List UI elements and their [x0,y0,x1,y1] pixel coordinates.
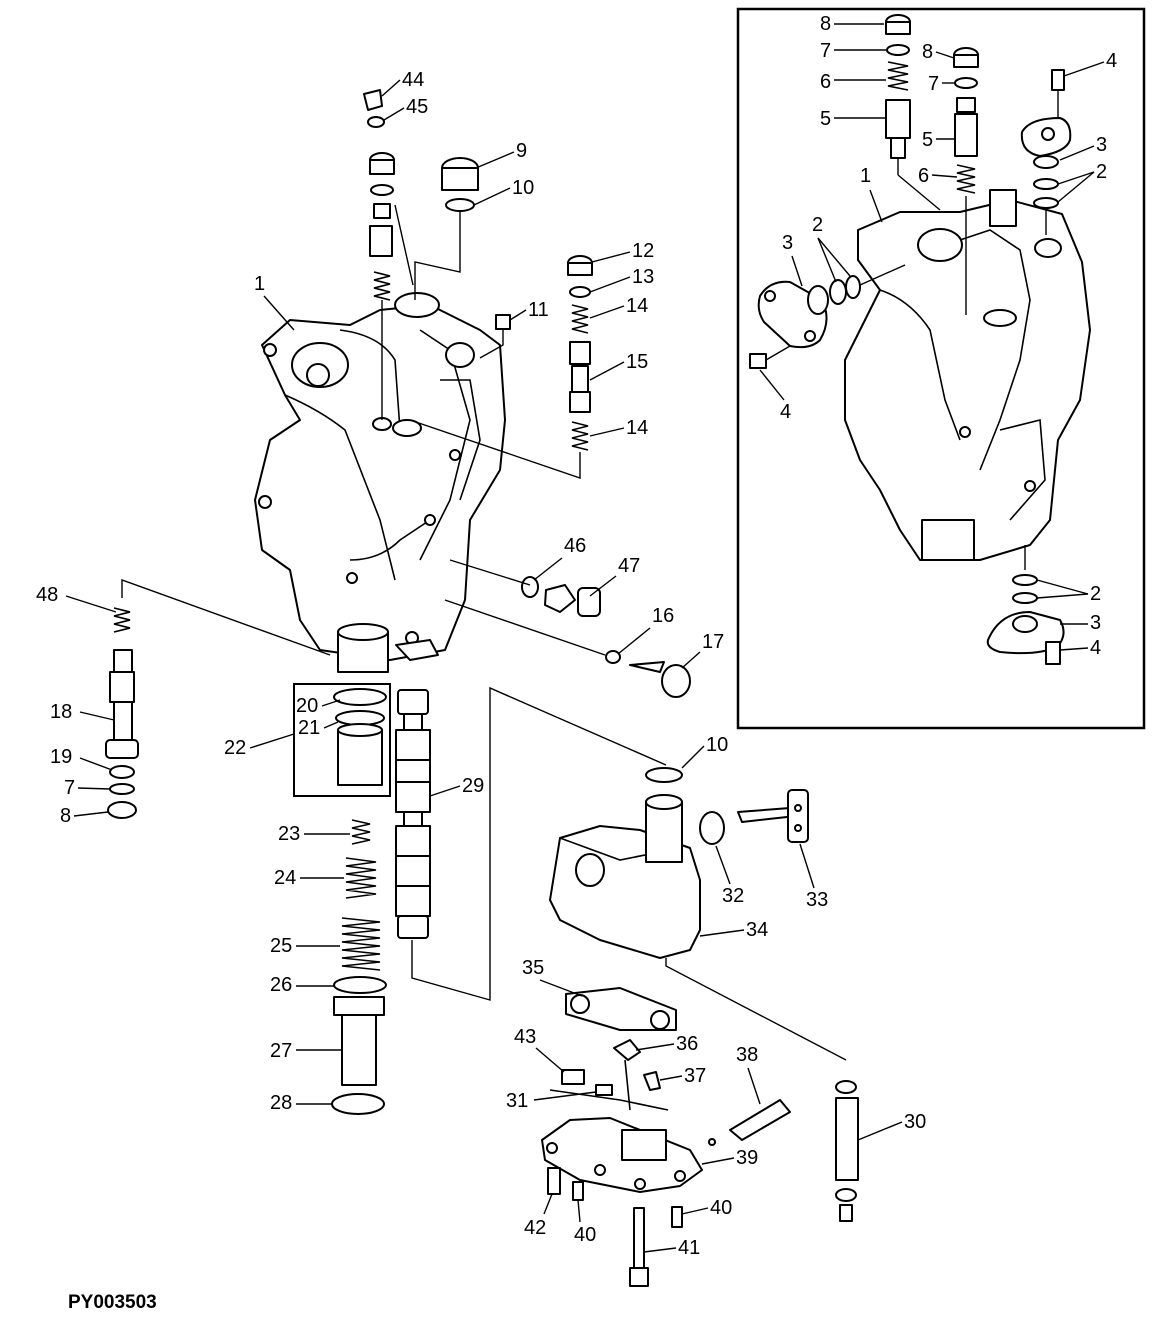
callout-24: 24 [274,867,296,889]
main-valve-housing [254,292,506,673]
callout-33: 33 [806,889,828,911]
callout-38: 38 [736,1044,758,1066]
callout-22: 22 [224,737,246,759]
callout-47: 47 [618,555,640,577]
callout-7: 7 [928,73,939,95]
callout-14: 14 [626,417,648,439]
callout-10: 10 [512,177,534,199]
sensor-47 [449,559,601,617]
callout-43: 43 [514,1026,536,1048]
inset-bottom-flange [986,545,1065,665]
callout-18: 18 [50,701,72,723]
callout-13: 13 [632,266,654,288]
callout-26: 26 [270,974,292,996]
callout-17: 17 [702,631,724,653]
callout-46: 46 [564,535,586,557]
callout-1: 1 [254,273,265,295]
group-22-frame [293,683,391,797]
inset-detail-view: 8 7 6 5 8 7 5 6 1 4 3 2 3 [736,7,1146,730]
callout-8: 8 [922,41,933,63]
inset-frame [736,7,1146,730]
screw-17 [444,599,691,698]
callout-34: 34 [746,919,768,941]
callout-40: 40 [710,1197,732,1219]
callout-42: 42 [524,1217,546,1239]
callout-16: 16 [652,605,674,627]
callout-2: 2 [1096,161,1107,183]
callout-23: 23 [278,823,300,845]
callout-19: 19 [50,746,72,768]
callout-29: 29 [462,775,484,797]
inset-top-stack-b [953,47,979,315]
callout-8: 8 [820,13,831,35]
plug-11 [479,314,511,359]
callout-7: 7 [64,777,75,799]
callout-21: 21 [298,717,320,739]
callout-4: 4 [1090,637,1101,659]
main-callouts: 44 45 9 10 12 13 14 11 15 14 1 46 47 16 … [36,69,926,1259]
callout-31: 31 [506,1090,528,1112]
block-34 [549,767,847,1061]
cover-plate-39 [541,1099,791,1193]
spool-30 [835,1080,859,1222]
callout-40: 40 [574,1224,596,1246]
callout-3: 3 [782,232,793,254]
top-plug-stack [363,89,414,420]
callout-6: 6 [820,71,831,93]
callout-44: 44 [402,69,424,91]
piston-group-22 [293,683,391,797]
lower-spring-stack [331,819,387,1115]
callout-45: 45 [406,96,428,118]
callout-11: 11 [528,299,549,321]
callout-1: 1 [860,165,871,187]
callout-7: 7 [820,40,831,62]
callout-30: 30 [904,1111,926,1133]
callout-36: 36 [676,1033,698,1055]
callout-2: 2 [812,214,823,236]
long-spool-29 [395,686,667,1001]
callout-32: 32 [722,885,744,907]
callout-9: 9 [516,140,527,162]
left-valve-stack [105,579,331,819]
callout-27: 27 [270,1040,292,1062]
callout-39: 39 [736,1147,758,1169]
callout-14: 14 [626,295,648,317]
inset-right-flange [1020,69,1072,235]
callout-25: 25 [270,935,292,957]
callout-8: 8 [60,805,71,827]
callout-37: 37 [684,1065,706,1087]
callout-10: 10 [706,734,728,756]
right-spool-stack [409,255,593,479]
callout-3: 3 [1096,134,1107,156]
callout-5: 5 [922,129,933,151]
inset-valve-housing [844,189,1091,561]
callout-12: 12 [632,240,654,262]
linkage-assembly [549,987,677,1111]
callout-5: 5 [820,108,831,130]
inset-left-flange [749,264,906,369]
figure-id: PY003503 [68,1292,157,1313]
inset-callouts: 8 7 6 5 8 7 5 6 1 4 3 2 3 [759,13,1117,659]
callout-28: 28 [270,1092,292,1114]
callout-48: 48 [36,584,58,606]
callout-20: 20 [296,695,318,717]
callout-35: 35 [522,957,544,979]
callout-2: 2 [1090,583,1101,605]
callout-41: 41 [678,1237,700,1259]
callout-4: 4 [1106,50,1117,72]
callout-4: 4 [780,401,791,423]
callout-3: 3 [1090,612,1101,634]
plate-fasteners [547,1167,683,1287]
callout-15: 15 [626,351,648,373]
inset-top-stack-a [885,14,941,211]
callout-6: 6 [918,165,929,187]
plug-9 [414,157,479,300]
